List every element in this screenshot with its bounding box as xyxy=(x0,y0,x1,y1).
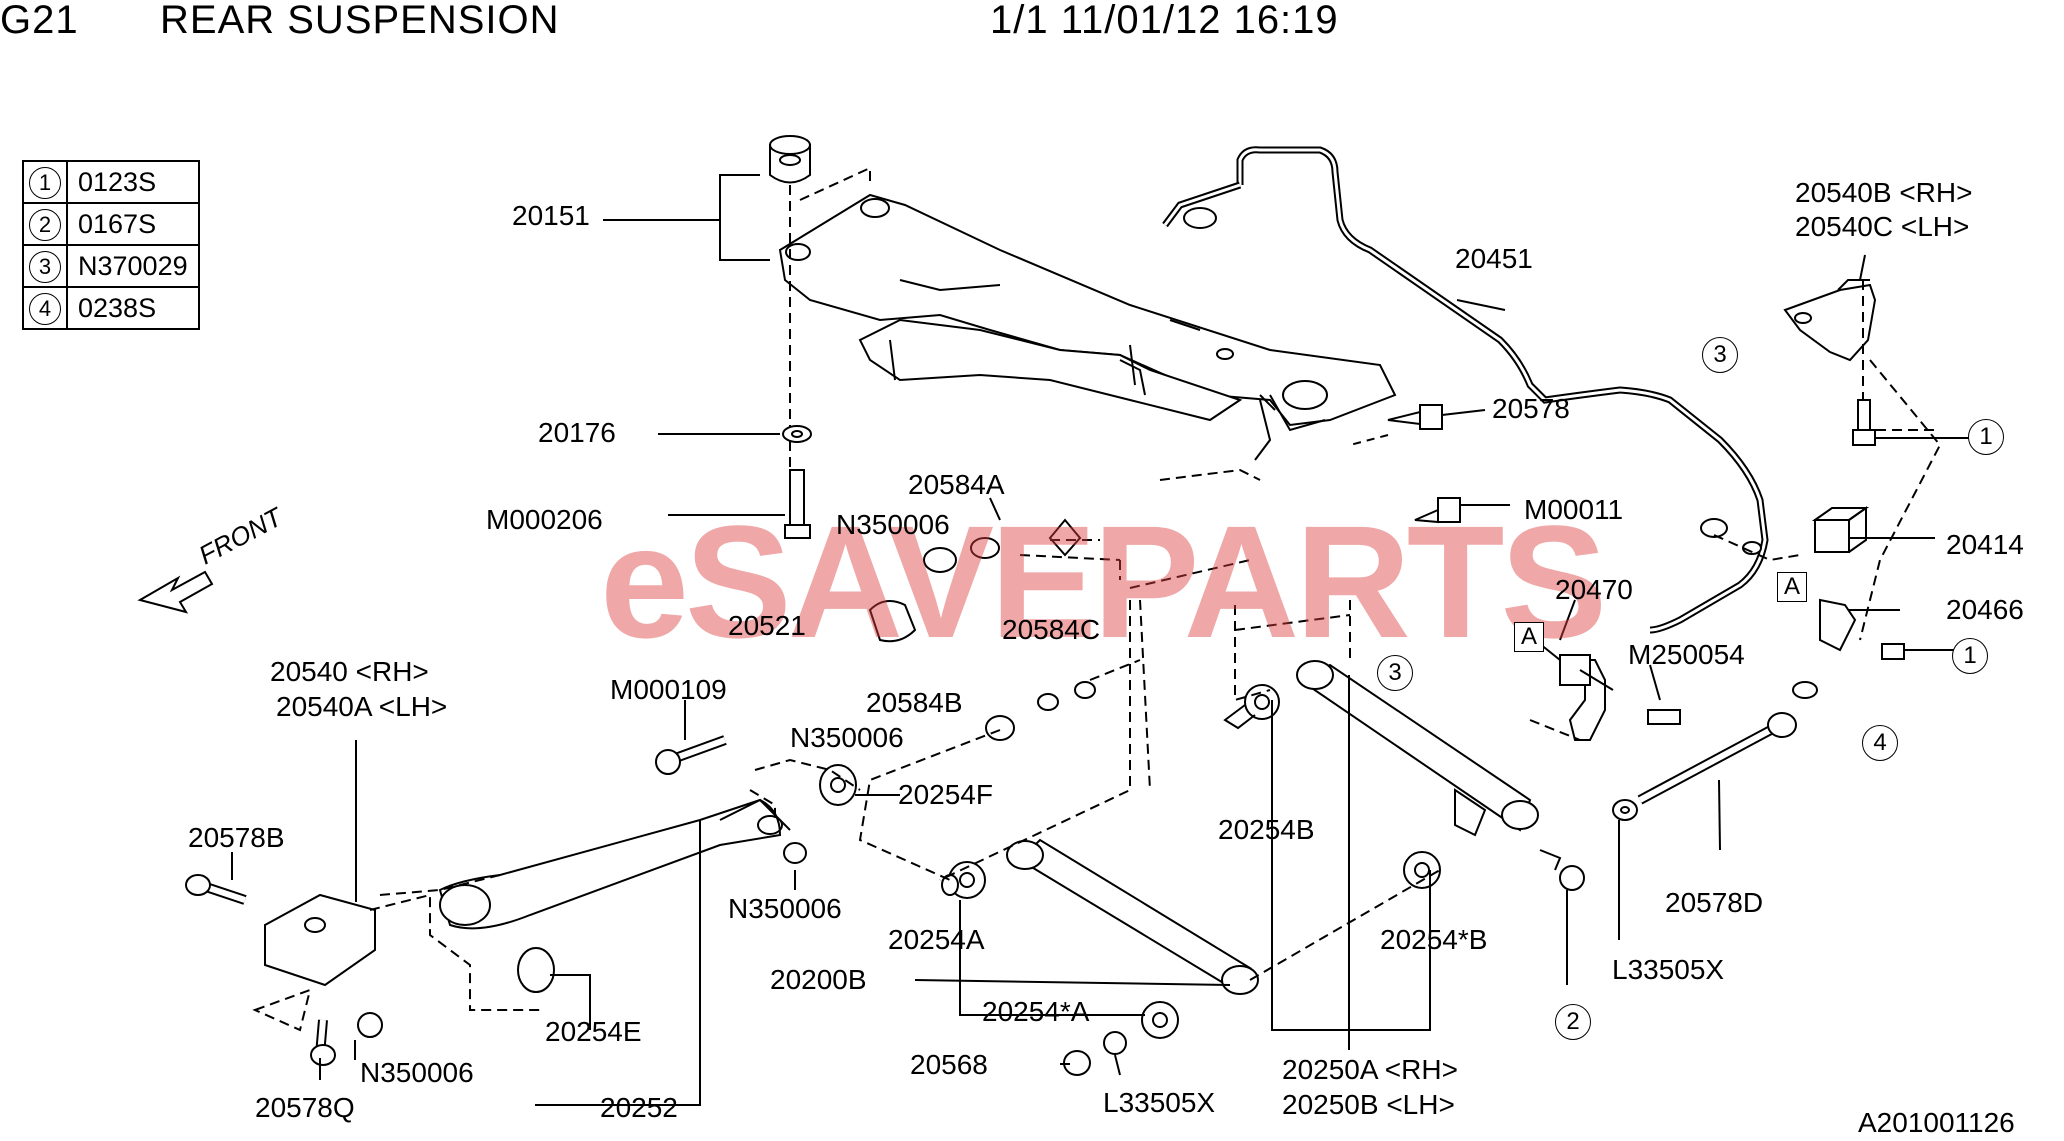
label-L33505X: L33505X xyxy=(1103,1087,1216,1118)
callout-3: 3 xyxy=(1377,655,1413,691)
front-arrow: FRONT xyxy=(137,501,289,614)
legend-part: 0123S xyxy=(66,160,200,204)
label-M00011: M00011 xyxy=(1524,494,1624,525)
label-20540B: 20540B <RH> xyxy=(1795,177,1973,208)
trailing-link-bracket xyxy=(264,893,376,987)
label-20254A: 20254A xyxy=(888,924,985,955)
legend-row: 2 0167S xyxy=(22,202,200,246)
callout-1: 1 xyxy=(1952,638,1988,674)
label-20252: 20252 xyxy=(600,1092,678,1123)
label-20250B: 20250B <LH> xyxy=(1282,1089,1455,1120)
label-L33505X: L33505X xyxy=(1612,954,1725,985)
lateral-link-upper xyxy=(1296,660,1539,837)
legend-num: 3 xyxy=(29,250,61,283)
label-N350006: N350006 xyxy=(728,893,842,924)
legend-part: 0167S xyxy=(66,202,200,246)
label-20254-star-A: 20254*A xyxy=(982,996,1090,1027)
callout-4: 4 xyxy=(1862,725,1898,761)
label-20540C: 20540C <LH> xyxy=(1795,211,1970,242)
label-20470: 20470 xyxy=(1555,574,1633,605)
label-20540: 20540 <RH> xyxy=(270,656,429,687)
label-M000109: M000109 xyxy=(610,674,727,705)
label-20521: 20521 xyxy=(728,610,806,641)
label-20254F: 20254F xyxy=(898,779,993,810)
callout-3: 3 xyxy=(1702,337,1738,373)
label-M000206: M000206 xyxy=(486,504,603,535)
legend-num: 4 xyxy=(29,292,61,325)
stabilizer-bracket xyxy=(1783,279,1877,362)
label-20466: 20466 xyxy=(1946,594,2024,625)
label-20584A: 20584A xyxy=(908,469,1005,500)
callout-2: 2 xyxy=(1555,1004,1591,1040)
label-20578Q: 20578Q xyxy=(255,1092,355,1123)
label-20578: 20578 xyxy=(1492,393,1570,424)
legend-row: 4 0238S xyxy=(22,286,200,330)
label-20200B: 20200B xyxy=(770,964,867,995)
label-20250A: 20250A <RH> xyxy=(1282,1054,1458,1085)
label-20176: 20176 xyxy=(538,417,616,448)
section-code: G21 xyxy=(0,0,79,42)
label-N350006: N350006 xyxy=(790,722,904,753)
label-20254B: 20254B xyxy=(1218,814,1315,845)
label-20540A: 20540A <LH> xyxy=(276,691,448,722)
page-info: 1/1 11/01/12 16:19 xyxy=(990,0,1339,42)
figure-id: A201001126 xyxy=(1858,1107,2015,1138)
crossmember xyxy=(778,193,1397,461)
watermark: eSAVEPARTS xyxy=(600,492,1607,671)
legend-row: 3 N370029 xyxy=(22,244,200,288)
label-20451: 20451 xyxy=(1455,243,1533,274)
label-20578B: 20578B xyxy=(188,822,285,853)
reference-marker-a: A xyxy=(1777,572,1807,602)
crossmember-bushing xyxy=(769,135,811,184)
label-20414: 20414 xyxy=(1946,529,2024,560)
label-M250054: M250054 xyxy=(1628,639,1745,670)
label-N350006: N350006 xyxy=(360,1057,474,1088)
label-20584B: 20584B xyxy=(866,687,963,718)
label-20254E: 20254E xyxy=(545,1016,642,1047)
legend-table: 1 0123S 2 0167S 3 N370029 4 0238S xyxy=(22,160,200,330)
front-label: FRONT xyxy=(194,501,289,571)
legend-num: 2 xyxy=(29,208,61,241)
label-20578D: 20578D xyxy=(1665,887,1764,918)
label-20568: 20568 xyxy=(910,1049,988,1080)
legend-part: N370029 xyxy=(66,244,200,288)
legend-part: 0238S xyxy=(66,286,200,330)
legend-row: 1 0123S xyxy=(22,160,200,204)
page-title: REAR SUSPENSION xyxy=(160,0,560,42)
label-20584C: 20584C xyxy=(1002,614,1101,645)
stabilizer-bar xyxy=(1162,146,1769,634)
label-N350006: N350006 xyxy=(836,509,950,540)
legend-num: 1 xyxy=(29,166,61,199)
reference-marker-a: A xyxy=(1514,622,1544,652)
callout-1: 1 xyxy=(1968,419,2004,455)
trailing-link xyxy=(438,798,791,993)
lateral-link-lower xyxy=(1006,838,1259,995)
label-20151: 20151 xyxy=(512,200,590,231)
label-20254-star-B: 20254*B xyxy=(1380,924,1488,955)
